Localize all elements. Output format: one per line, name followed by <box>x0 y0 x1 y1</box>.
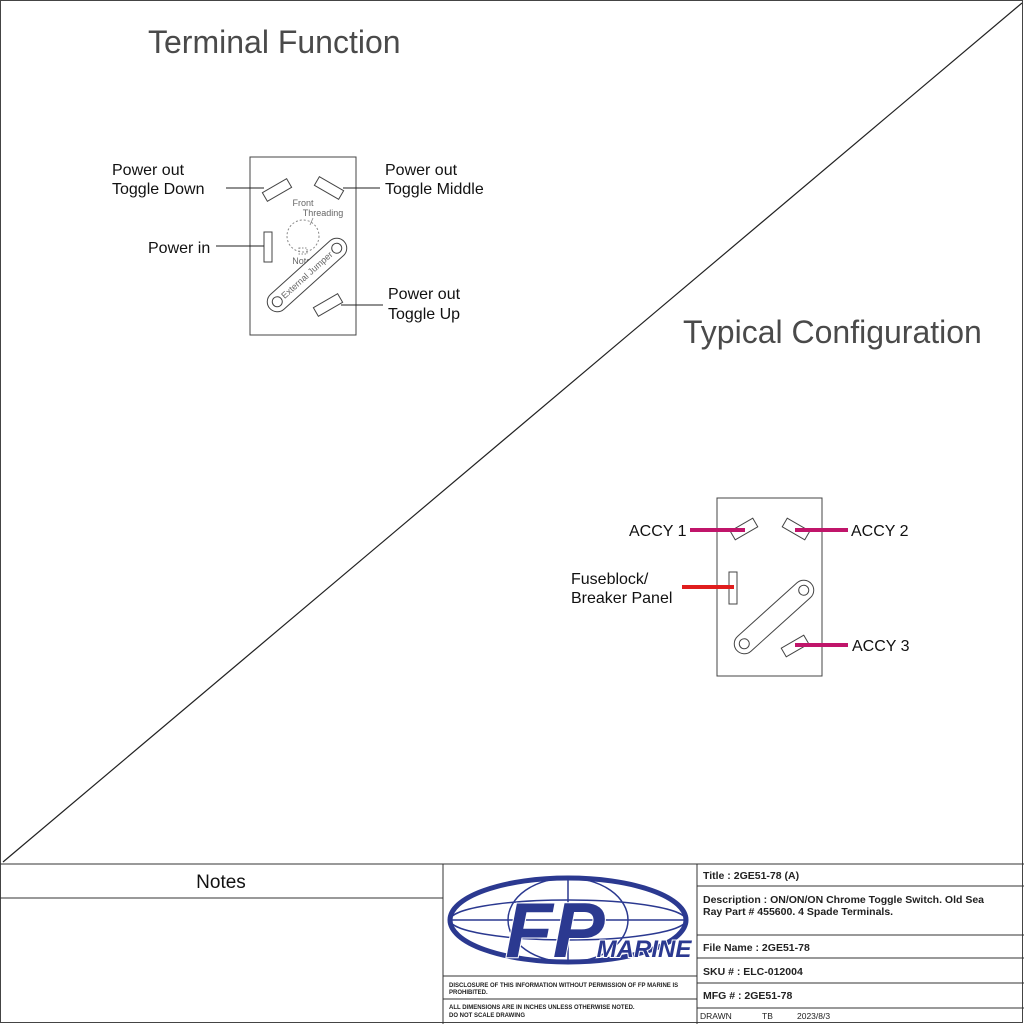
mfg-field: MFG # : 2GE51-78 <box>703 990 792 1002</box>
front-threading-label-1: Front <box>292 198 314 208</box>
terminal-power-in <box>263 231 273 263</box>
notes-heading: Notes <box>196 872 246 893</box>
disclosure-line-2: PROHIBITED. <box>449 990 488 996</box>
label-toggle-up-2: Toggle Up <box>388 306 460 323</box>
logo-word: MARINE <box>597 936 693 963</box>
terminal-toggle-middle <box>313 175 345 201</box>
typical-configuration-heading: Typical Configuration <box>683 314 982 350</box>
logo-initials: FP <box>505 886 606 974</box>
front-threading-arrow <box>309 217 314 226</box>
title-field: Title : 2GE51-78 (A) <box>703 870 799 882</box>
description-line-2: Ray Part # 455600. 4 Spade Terminals. <box>703 906 893 918</box>
label-power-in: Power in <box>148 240 210 257</box>
dimensions-note-2: DO NOT SCALE DRAWING <box>449 1013 525 1019</box>
label-toggle-down-1: Power out <box>112 162 185 179</box>
fp-marine-logo: FP MARINE <box>447 875 693 975</box>
label-toggle-middle-1: Power out <box>385 162 458 179</box>
disclosure-line-1: DISCLOSURE OF THIS INFORMATION WITHOUT P… <box>449 983 678 989</box>
terminal-function-section: Terminal Function Front Threading Notch … <box>112 24 484 336</box>
terminal-toggle-down <box>261 177 293 203</box>
label-fuseblock-1: Fuseblock/ <box>571 571 649 588</box>
label-accy2: ACCY 2 <box>851 523 909 540</box>
diagonal-divider <box>2 2 1023 863</box>
label-fuseblock-2: Breaker Panel <box>571 590 672 607</box>
terminal-toggle-up <box>312 292 344 318</box>
terminal-function-heading: Terminal Function <box>148 24 401 60</box>
front-threading-label-2: Threading <box>303 208 344 218</box>
label-accy3: ACCY 3 <box>852 638 910 655</box>
drawn-label: DRAWN <box>700 1011 732 1021</box>
sku-field: SKU # : ELC-012004 <box>703 966 803 978</box>
notch-marker <box>298 247 308 255</box>
file-name-field: File Name : 2GE51-78 <box>703 942 810 954</box>
typical-configuration-section: Typical Configuration ACCY 1 ACCY 2 Fuse… <box>571 314 982 677</box>
front-threading-circle <box>286 219 320 253</box>
config-external-jumper <box>733 579 815 655</box>
label-accy1: ACCY 1 <box>629 523 687 540</box>
title-block: Notes FP MARINE DISCLOSURE OF THIS INFOR… <box>0 863 1024 1024</box>
drawn-date: 2023/8/3 <box>797 1011 830 1021</box>
notch-label: Notch <box>292 256 316 266</box>
label-toggle-middle-2: Toggle Middle <box>385 181 484 198</box>
label-toggle-up-1: Power out <box>388 286 461 303</box>
dimensions-note-1: ALL DIMENSIONS ARE IN INCHES UNLESS OTHE… <box>449 1005 635 1011</box>
label-toggle-down-2: Toggle Down <box>112 181 205 198</box>
drawn-by: TB <box>762 1011 773 1021</box>
description-line-1: Description : ON/ON/ON Chrome Toggle Swi… <box>703 894 984 906</box>
